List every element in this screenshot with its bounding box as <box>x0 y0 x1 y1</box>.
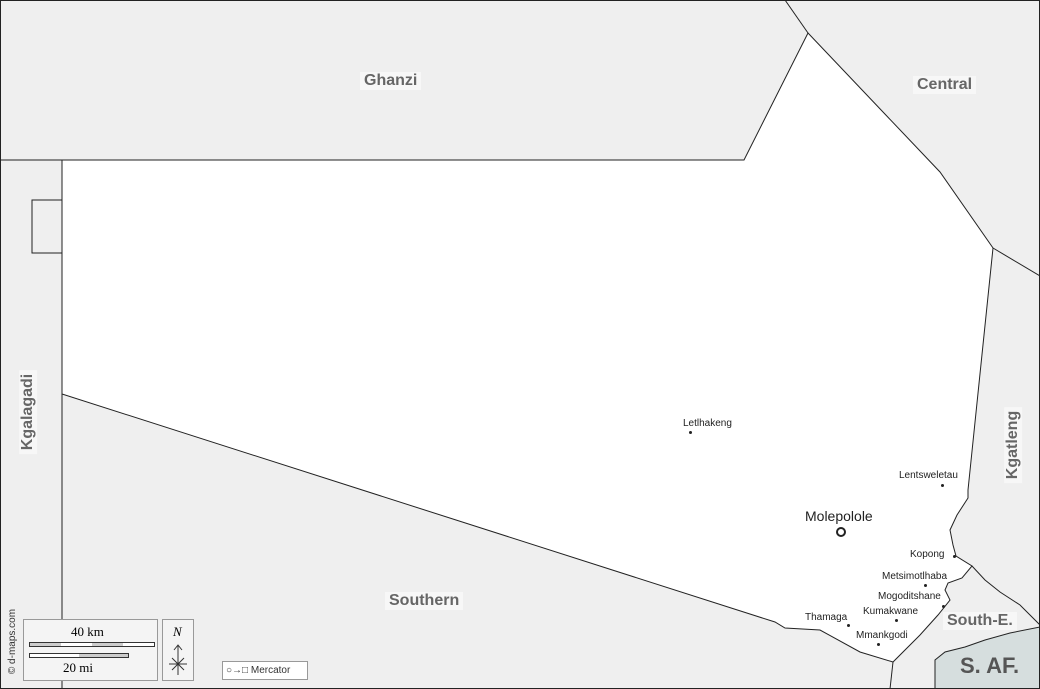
border-kgatleng-southeast <box>971 565 1040 626</box>
place-dot <box>689 431 692 434</box>
projection-box: ○→□ Mercator <box>222 661 308 680</box>
place-label: Thamaga <box>805 612 848 623</box>
place-dot <box>924 584 927 587</box>
north-label: N <box>173 624 182 639</box>
projection-label: Mercator <box>250 665 291 676</box>
scale-mi-label: 20 mi <box>63 660 93 675</box>
place-label: Letlhakeng <box>683 418 732 429</box>
border-southern-southeast <box>889 661 894 689</box>
scale-km-label: 40 km <box>71 624 104 639</box>
region-south-africa: S. AF. <box>960 653 1020 678</box>
place-dot <box>941 484 944 487</box>
border-central-kgatleng <box>992 247 1040 277</box>
place-label: Kumakwane <box>863 606 919 617</box>
region-central: Central <box>913 76 977 94</box>
border-ghanzi-kgalagadi <box>0 159 63 254</box>
region-south-east: South-E. <box>943 612 1017 630</box>
south-africa-area <box>934 626 1040 689</box>
place-label: Metsimotlhaba <box>882 571 948 582</box>
place-dot <box>953 555 956 558</box>
place-dot <box>942 605 945 608</box>
scale-km-bar <box>29 642 155 647</box>
place-dot <box>877 643 880 646</box>
border-ghanzi-central <box>784 0 809 34</box>
region-southern: Southern <box>385 592 464 610</box>
region-kgalagadi: Kgalagadi <box>19 369 38 455</box>
capital-marker <box>836 527 846 537</box>
place-dot <box>847 624 850 627</box>
scale-mi-bar <box>29 653 129 658</box>
scale-bar: 40 km 20 mi <box>23 619 158 681</box>
projection-icon: ○→□ <box>226 665 249 676</box>
place-label: Lentsweletau <box>899 470 958 481</box>
place-dot <box>895 619 898 622</box>
place-label: Kopong <box>910 549 945 560</box>
north-arrow: N <box>162 619 194 681</box>
compass-icon <box>169 644 187 675</box>
place-label: Mogoditshane <box>878 591 941 602</box>
credit: © d-maps.com <box>7 608 19 675</box>
region-kgatleng: Kgatleng <box>1004 406 1023 484</box>
capital-label: Molepolole <box>805 508 873 524</box>
place-label: Mmankgodi <box>856 630 908 641</box>
region-ghanzi: Ghanzi <box>360 72 422 90</box>
